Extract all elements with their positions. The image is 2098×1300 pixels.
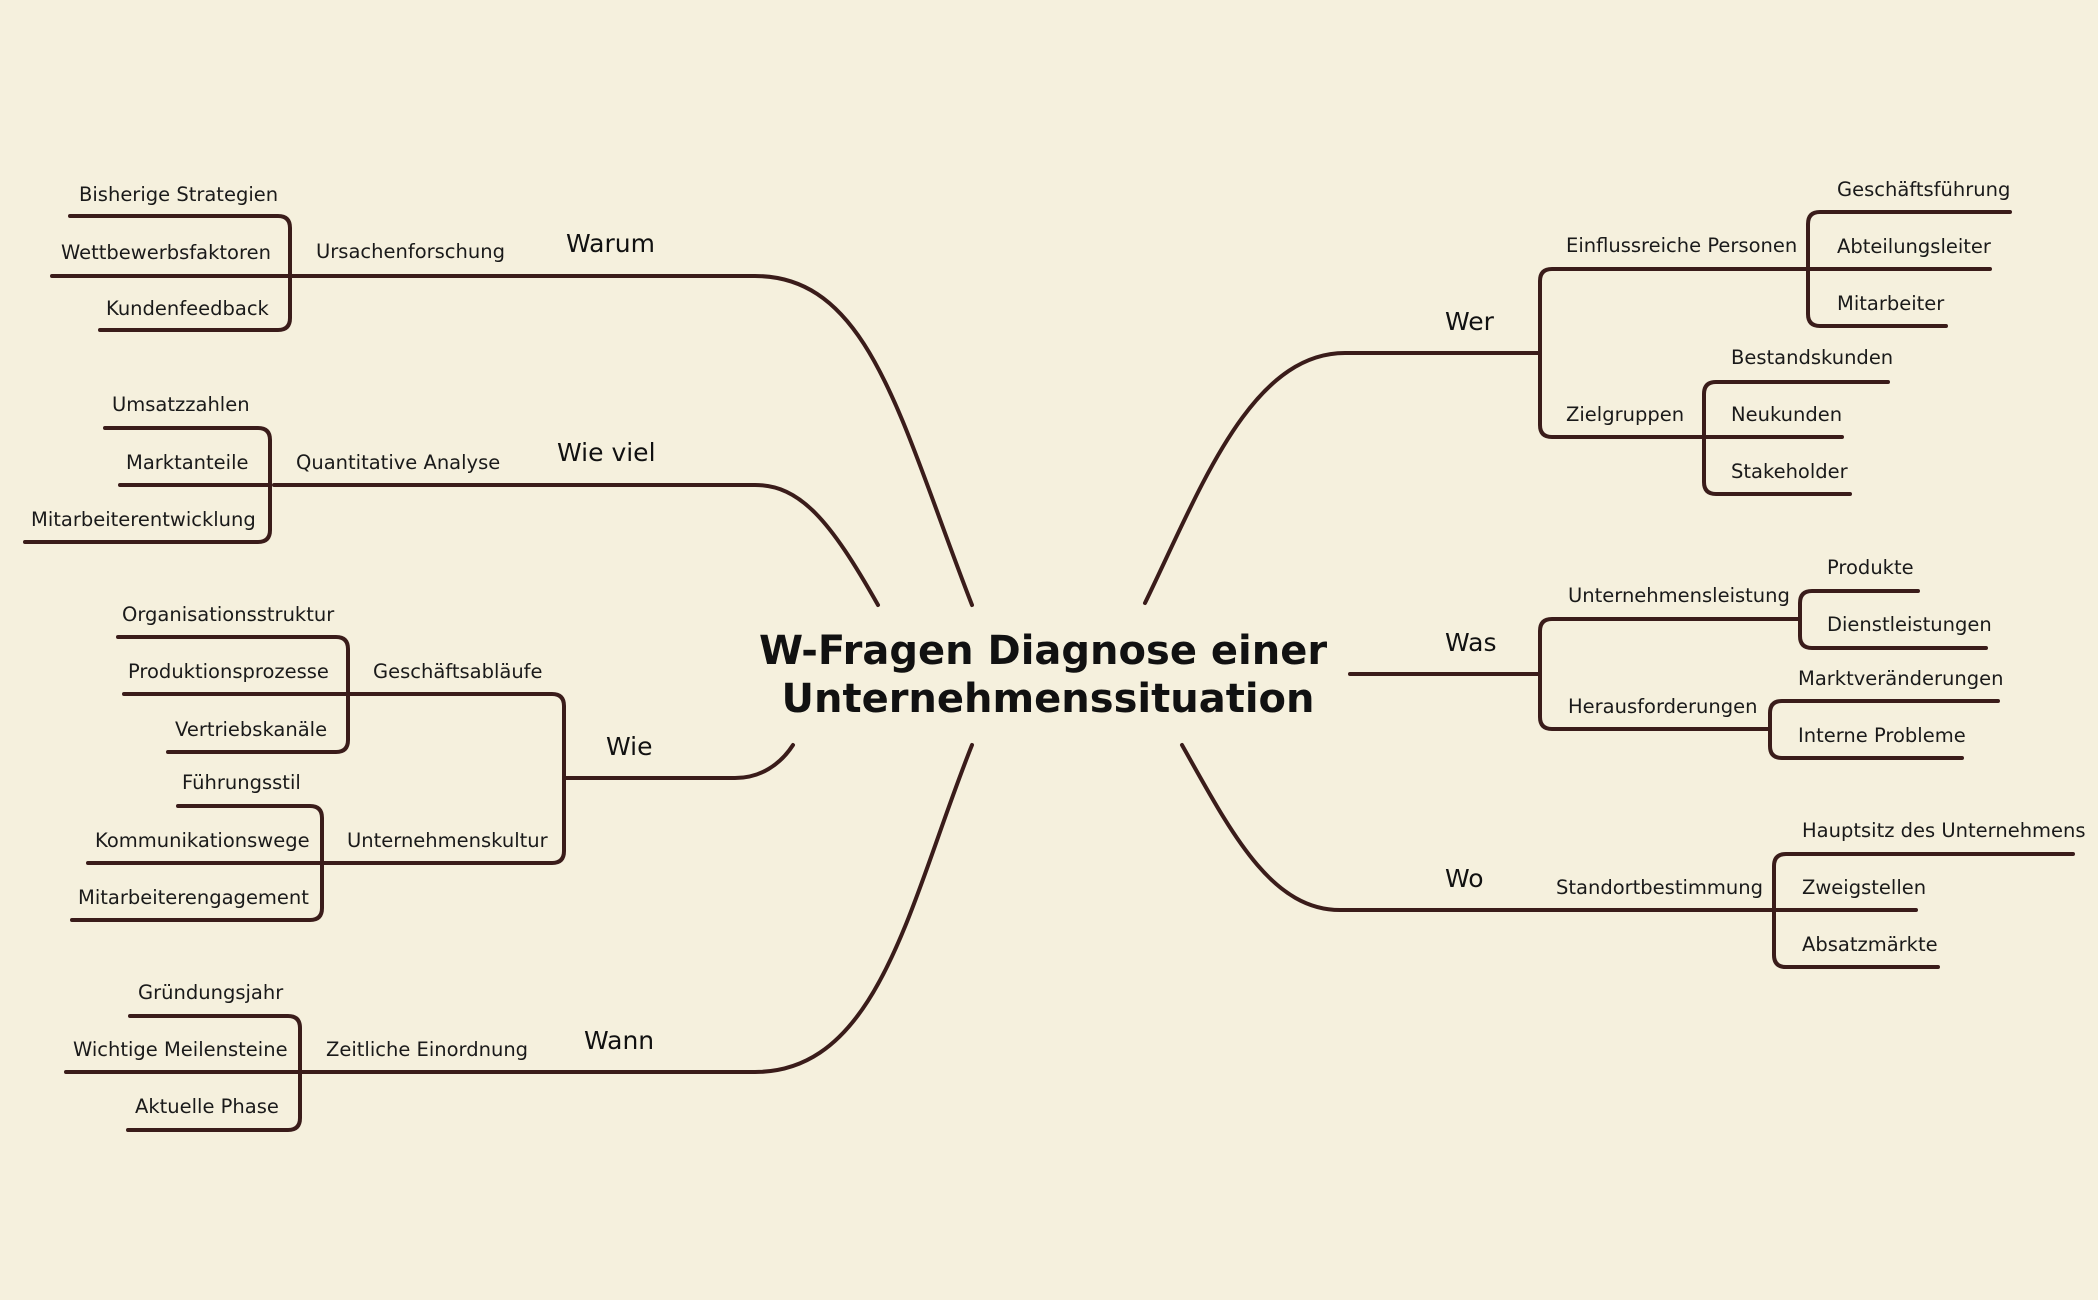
leaf-gruendungsjahr[interactable]: Gründungsjahr [138,981,284,1004]
topic-ursachenforschung[interactable]: Ursachenforschung [316,240,505,263]
leaf-mitarbeiterengagement[interactable]: Mitarbeiterengagement [78,886,309,909]
bracket-quantitative-analyse [23,426,272,544]
topic-quantitative-analyse[interactable]: Quantitative Analyse [296,451,500,474]
topic-standortbestimmung[interactable]: Standortbestimmung [1556,876,1763,899]
branch-wann[interactable]: Wann [584,1026,654,1055]
leaf-mitarbeiter[interactable]: Mitarbeiter [1837,292,1945,315]
connector-wie [564,743,795,780]
bracket-herausforderungen [1768,699,2000,760]
central-topic-line-1: W-Fragen Diagnose einer [759,628,1327,674]
leaf-organisationsstruktur[interactable]: Organisationsstruktur [122,603,335,626]
leaf-bisherige-strategien[interactable]: Bisherige Strategien [79,183,278,206]
leaf-mitarbeiterentwicklung[interactable]: Mitarbeiterentwicklung [31,508,256,531]
bracket-geschaeftsablaeufe [116,635,350,754]
leaf-vertriebskanaele[interactable]: Vertriebskanäle [175,718,327,741]
topic-zielgruppen[interactable]: Zielgruppen [1566,403,1684,426]
leaf-wettbewerbsfaktoren[interactable]: Wettbewerbsfaktoren [61,241,271,264]
leaf-dienstleistungen[interactable]: Dienstleistungen [1827,613,1992,636]
bracket-wie [320,692,568,865]
topic-unternehmensleistung[interactable]: Unternehmensleistung [1568,584,1790,607]
bracket-unternehmensleistung [1798,589,1988,650]
connector-lines [23,210,2075,1132]
leaf-interne-probleme[interactable]: Interne Probleme [1798,724,1966,747]
bracket-wer [1536,267,1808,439]
bracket-zeitliche-einordnung [64,1014,302,1132]
leaf-kundenfeedback[interactable]: Kundenfeedback [106,297,270,320]
topic-einflussreiche-personen[interactable]: Einflussreiche Personen [1566,234,1797,257]
leaf-marktanteile[interactable]: Marktanteile [126,451,249,474]
leaf-geschaeftsfuehrung[interactable]: Geschäftsführung [1837,178,2010,201]
branch-warum[interactable]: Warum [566,229,655,258]
branch-wie-viel[interactable]: Wie viel [557,438,656,467]
leaf-fuehrungsstil[interactable]: Führungsstil [182,771,301,794]
bracket-ursachenforschung [50,214,296,332]
branch-wie[interactable]: Wie [606,732,653,761]
bracket-zielgruppen [1702,380,1890,496]
branch-wer[interactable]: Wer [1445,307,1495,336]
connector-wo [1180,743,1774,912]
bracket-standortbestimmung [1772,852,2075,969]
leaf-produktionsprozesse[interactable]: Produktionsprozesse [128,660,329,683]
connector-warum [292,274,974,607]
connector-wie-viel [272,483,880,607]
bracket-unternehmenskultur [70,804,324,922]
bracket-einflussreiche-personen [1806,210,2012,328]
leaf-abteilungsleiter[interactable]: Abteilungsleiter [1837,235,1992,258]
leaf-neukunden[interactable]: Neukunden [1731,403,1842,426]
leaf-zweigstellen[interactable]: Zweigstellen [1802,876,1926,899]
topic-zeitliche-einordnung[interactable]: Zeitliche Einordnung [326,1038,528,1061]
leaf-bestandskunden[interactable]: Bestandskunden [1731,346,1893,369]
leaf-kommunikationswege[interactable]: Kommunikationswege [95,829,310,852]
central-topic[interactable]: W-Fragen Diagnose einer Unternehmenssitu… [759,628,1327,722]
leaf-aktuelle-phase[interactable]: Aktuelle Phase [135,1095,279,1118]
topic-geschaeftsablaeufe[interactable]: Geschäftsabläufe [373,660,543,683]
leaf-hauptsitz[interactable]: Hauptsitz des Unternehmens [1802,819,2086,842]
leaf-marktveraenderungen[interactable]: Marktveränderungen [1798,667,2003,690]
central-topic-line-2: Unternehmenssituation [781,676,1314,722]
connector-wer [1143,351,1540,605]
branch-wo[interactable]: Wo [1445,864,1484,893]
leaf-produkte[interactable]: Produkte [1827,556,1914,579]
bracket-was [1536,617,1800,731]
branch-was[interactable]: Was [1445,628,1496,657]
topic-herausforderungen[interactable]: Herausforderungen [1568,695,1757,718]
leaf-stakeholder[interactable]: Stakeholder [1731,460,1849,483]
leaf-umsatzzahlen[interactable]: Umsatzzahlen [112,393,250,416]
leaf-wichtige-meilensteine[interactable]: Wichtige Meilensteine [73,1038,288,1061]
topic-unternehmenskultur[interactable]: Unternehmenskultur [347,829,549,852]
connector-wann [300,743,974,1074]
leaf-absatzmaerkte[interactable]: Absatzmärkte [1802,933,1938,956]
